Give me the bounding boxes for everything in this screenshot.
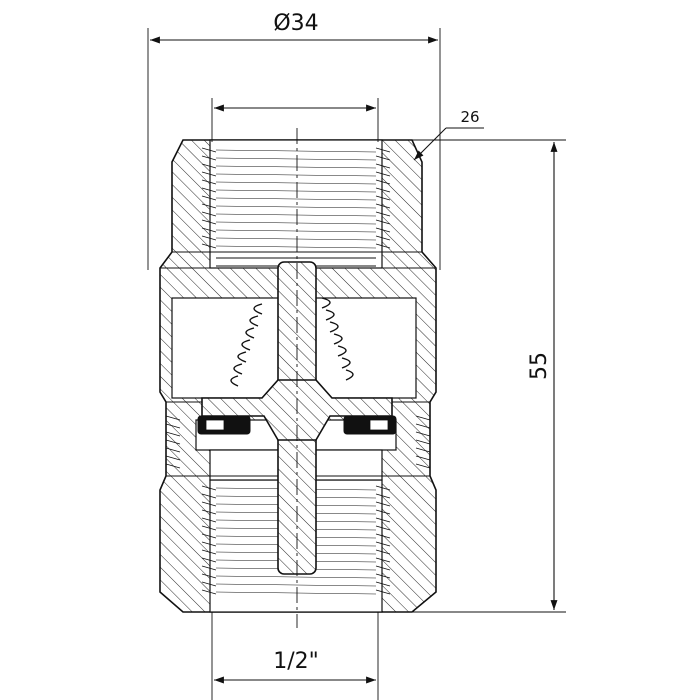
dimension-hex: 26 [211, 98, 484, 161]
upper-thread-hatch [215, 149, 377, 249]
dimension-thread: 1/2" [211, 612, 379, 700]
length-label: 55 [527, 352, 552, 380]
lower-thread-right [375, 485, 391, 595]
insert-thread-right [415, 415, 431, 469]
upper-thread-left [201, 147, 217, 249]
upper-bore [209, 139, 383, 269]
spring-right [321, 297, 354, 381]
lower-thread-left [201, 485, 217, 595]
dimension-length: 55 [412, 139, 566, 613]
seal-right-core [369, 419, 389, 431]
seal-left-core [205, 419, 225, 431]
spring [230, 297, 354, 387]
dimension-outer-diameter: Ø34 [147, 11, 441, 270]
outer-diameter-label: Ø34 [273, 11, 318, 36]
hex-size-label: 26 [460, 108, 479, 126]
upper-thread-right [375, 147, 391, 249]
insert-thread-left [165, 415, 181, 469]
thread-size-label: 1/2" [273, 649, 319, 674]
spring-left [230, 303, 263, 387]
